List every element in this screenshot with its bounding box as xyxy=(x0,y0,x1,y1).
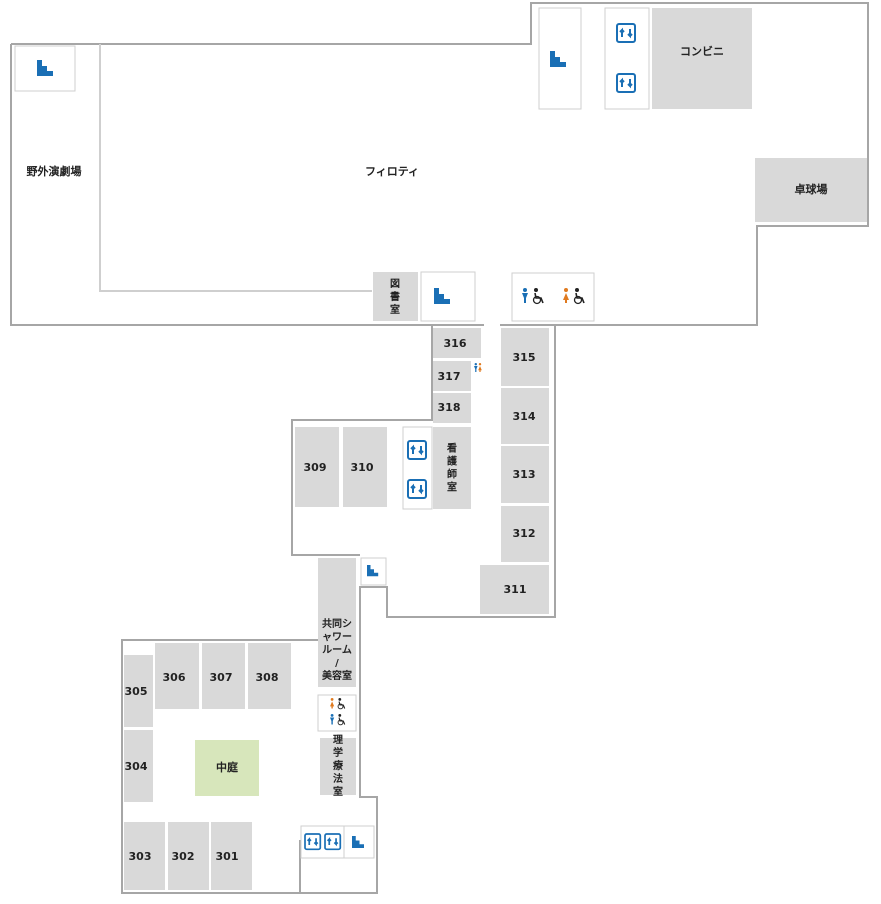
konbini-room xyxy=(652,8,752,109)
shower-label: 共同シャワールーム /美容室 xyxy=(322,617,352,682)
room-303 xyxy=(124,822,165,890)
label-line: 美容室 xyxy=(322,669,352,682)
room-308 xyxy=(248,643,291,709)
room-309-label: 309 xyxy=(304,461,327,474)
physio-room xyxy=(320,738,356,795)
room-318-label: 318 xyxy=(438,401,461,414)
room-309 xyxy=(295,427,339,507)
label-line: 書 xyxy=(390,290,400,303)
elevator-icon xyxy=(304,833,322,851)
room-317 xyxy=(433,361,471,391)
room-313 xyxy=(501,446,549,503)
nurse-label: 看護師室 xyxy=(447,442,458,494)
elevator-icon xyxy=(407,440,427,460)
label-line: ャワー xyxy=(322,631,352,643)
courtyard-label: 中庭 xyxy=(216,760,238,774)
room-305 xyxy=(124,655,153,727)
room-316-label: 316 xyxy=(444,337,467,350)
stairs-box-theater xyxy=(14,45,76,92)
room-311-label: 311 xyxy=(504,583,527,596)
room-315 xyxy=(501,328,549,386)
courtyard xyxy=(195,740,259,796)
theater-divider xyxy=(99,44,372,292)
room-302 xyxy=(168,822,209,890)
label-line: 護 xyxy=(447,455,458,468)
toilet-icon xyxy=(474,363,482,372)
elevator-icon xyxy=(616,23,636,43)
room-307 xyxy=(202,643,245,709)
elevator-icon xyxy=(324,833,342,851)
library-room xyxy=(373,272,418,321)
konbini-label: コンビニ xyxy=(680,44,724,58)
label-line: 理 xyxy=(333,734,343,746)
elevator-icon xyxy=(407,479,427,499)
room-304-label: 304 xyxy=(125,760,148,773)
room-307-label: 307 xyxy=(210,671,233,684)
room-312 xyxy=(501,506,549,562)
room-310 xyxy=(343,427,387,507)
physio-label: 理学療法室 xyxy=(333,734,343,798)
room-306 xyxy=(155,643,199,709)
room-314 xyxy=(501,388,549,444)
room-318 xyxy=(433,393,471,423)
label-line: 図 xyxy=(390,278,400,290)
room-306-label: 306 xyxy=(163,671,186,684)
toilet-box-lower xyxy=(317,694,357,732)
stairs-box-library xyxy=(420,271,476,322)
room-301 xyxy=(211,822,252,890)
table-tennis-room xyxy=(755,158,867,222)
room-310-label: 310 xyxy=(351,461,374,474)
piloti-label: フィロティ xyxy=(365,165,419,178)
room-305-label: 305 xyxy=(125,685,148,698)
label-line: 室 xyxy=(447,481,457,494)
elevator-icon xyxy=(616,73,636,93)
building-outline-upper xyxy=(11,2,869,894)
room-313-label: 313 xyxy=(513,468,536,481)
shower-room xyxy=(318,558,356,687)
label-line: 療 xyxy=(333,759,343,772)
room-317-label: 317 xyxy=(438,370,461,383)
label-line: 法 xyxy=(333,772,343,785)
room-311 xyxy=(480,565,549,614)
label-line: ルーム xyxy=(322,644,352,656)
label-line: / xyxy=(335,658,339,669)
label-line: 学 xyxy=(333,746,343,759)
room-316 xyxy=(433,328,481,358)
room-302-label: 302 xyxy=(172,850,195,863)
room-315-label: 315 xyxy=(513,351,536,364)
nurse-room xyxy=(433,427,471,509)
library-label: 図書室 xyxy=(390,278,400,316)
label-line: 室 xyxy=(390,303,400,316)
outdoor-theater-label: 野外演劇場 xyxy=(27,164,82,178)
label-line: 看 xyxy=(447,442,457,455)
label-line: 共同シ xyxy=(322,617,352,630)
room-314-label: 314 xyxy=(513,410,536,423)
label-line: 室 xyxy=(333,785,343,798)
room-312-label: 312 xyxy=(513,527,536,540)
room-308-label: 308 xyxy=(256,671,279,684)
label-line: 師 xyxy=(447,468,457,481)
room-303-label: 303 xyxy=(129,850,152,863)
room-301-label: 301 xyxy=(216,850,239,863)
building-outline-lower xyxy=(121,420,320,894)
room-304 xyxy=(124,730,153,802)
table-tennis-label: 卓球場 xyxy=(795,182,828,196)
